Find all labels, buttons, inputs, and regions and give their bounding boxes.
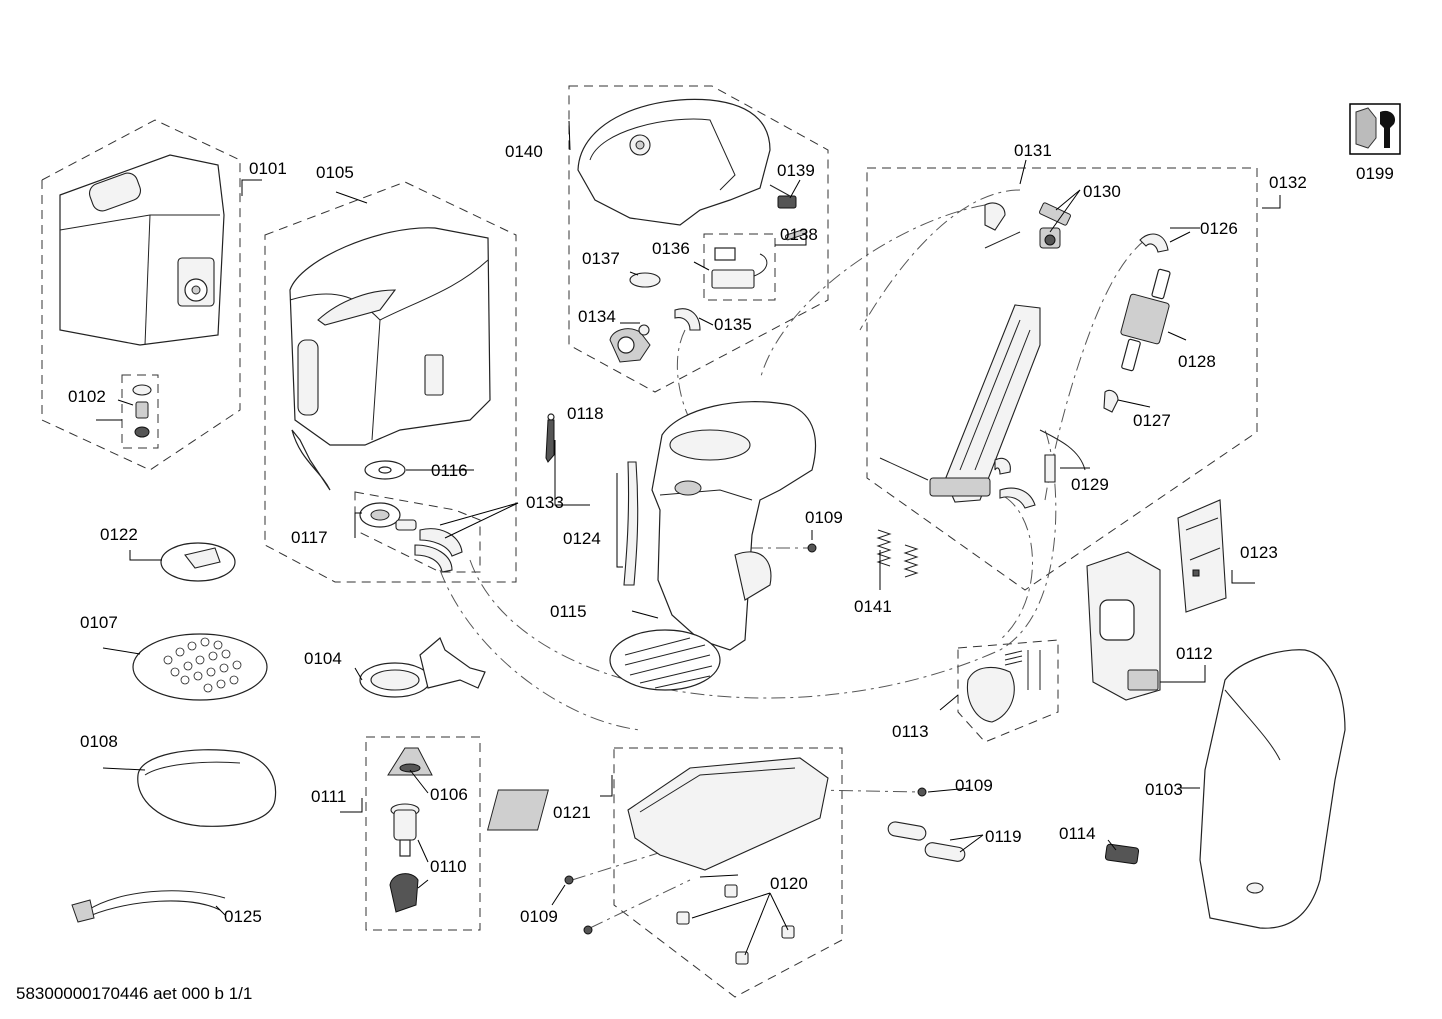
tank-valve-part <box>132 384 152 438</box>
clip-part <box>545 413 555 463</box>
group-outlines <box>41 85 1258 998</box>
callout-0199: 0199 <box>1356 164 1394 183</box>
callout-0124: 0124 <box>563 529 601 548</box>
pump-part <box>1103 233 1171 413</box>
callout-0119: 0119 <box>985 827 1022 846</box>
callout-0109-middle: 0109 <box>805 508 843 527</box>
callout-0126: 0126 <box>1200 219 1238 238</box>
callout-0116: 0116 <box>431 461 468 480</box>
callout-0117: 0117 <box>291 528 328 547</box>
power-switch-part <box>1104 843 1140 865</box>
callout-0141: 0141 <box>854 597 892 616</box>
callout-0127: 0127 <box>1133 411 1171 430</box>
callout-labels: 0101 0102 0103 0104 0105 0106 0107 0108 … <box>68 141 1394 926</box>
drip-grid <box>624 637 713 689</box>
screw-part <box>807 543 817 553</box>
pressure-valve-part <box>609 308 701 363</box>
leader-lines <box>96 120 1281 956</box>
short-hoses-part <box>414 528 463 573</box>
spring-pin-part <box>784 228 808 241</box>
valve-block-part <box>984 202 1071 249</box>
springs-part <box>876 529 919 578</box>
button-assembly-part <box>966 650 1041 723</box>
callout-0108: 0108 <box>80 732 118 751</box>
power-cord-part <box>71 890 226 923</box>
sensor-part <box>769 184 797 209</box>
callout-0140: 0140 <box>505 142 543 161</box>
callout-0115: 0115 <box>550 602 587 621</box>
callout-0120: 0120 <box>770 874 808 893</box>
drip-grid-part <box>132 633 268 701</box>
connection-hoses-part <box>994 454 1056 509</box>
callout-0112: 0112 <box>1176 644 1213 663</box>
micro-switch-part <box>711 247 768 289</box>
water-tank-part <box>59 154 225 346</box>
callout-0131: 0131 <box>1014 141 1052 160</box>
callout-0101: 0101 <box>249 159 287 178</box>
callout-0136: 0136 <box>652 239 690 258</box>
callout-0134: 0134 <box>578 307 616 326</box>
power-module-part <box>1086 551 1161 701</box>
callout-0139: 0139 <box>777 161 815 180</box>
callout-0130: 0130 <box>1083 182 1121 201</box>
outlet-valve-part <box>359 502 417 531</box>
thermoblock-part <box>879 304 1086 503</box>
control-pcb-part <box>1177 499 1227 613</box>
side-cover-part <box>1199 649 1346 929</box>
drip-tray-part <box>137 749 277 827</box>
callout-0107: 0107 <box>80 613 118 632</box>
housing-carrier-part <box>289 227 491 491</box>
callout-0122: 0122 <box>100 525 138 544</box>
washer-part <box>364 460 406 480</box>
callout-0125: 0125 <box>224 907 262 926</box>
drain-hose-part <box>623 461 639 586</box>
callout-0110: 0110 <box>430 857 467 876</box>
callout-0104: 0104 <box>304 649 342 668</box>
rubber-feet-part <box>887 821 966 862</box>
disc-part <box>629 272 661 288</box>
document-id-footer: 58300000170446 aet 000 b 1/1 <box>16 984 252 1003</box>
callout-0111: 0111 <box>311 787 346 806</box>
cup-holder-part <box>359 637 486 698</box>
screw-part-right <box>917 787 927 797</box>
outlet-nozzle-part <box>387 747 433 913</box>
base-frame-part <box>486 757 829 871</box>
callout-0113: 0113 <box>892 722 929 741</box>
callout-0135: 0135 <box>714 315 752 334</box>
callout-0132: 0132 <box>1269 173 1307 192</box>
callout-0105: 0105 <box>316 163 354 182</box>
callout-0109-right: 0109 <box>955 776 993 795</box>
callout-0128: 0128 <box>1178 352 1216 371</box>
callout-0133: 0133 <box>526 493 564 512</box>
brew-lid-part <box>577 98 771 226</box>
callout-0103: 0103 <box>1145 780 1183 799</box>
wrench-nut-icon <box>1349 103 1401 155</box>
callout-0109-bottom: 0109 <box>520 907 558 926</box>
callout-0118: 0118 <box>567 404 604 423</box>
callout-0121: 0121 <box>553 803 591 822</box>
foot-cylinders-part <box>676 884 795 965</box>
callout-0129: 0129 <box>1071 475 1109 494</box>
callout-0102: 0102 <box>68 387 106 406</box>
callout-0114: 0114 <box>1059 824 1096 843</box>
screws-bottom-part <box>564 875 593 935</box>
main-base-part <box>609 401 817 691</box>
callout-0137: 0137 <box>582 249 620 268</box>
knob-cap-part <box>160 542 236 582</box>
callout-0106: 0106 <box>430 785 468 804</box>
callout-0123: 0123 <box>1240 543 1278 562</box>
callout-0138: 0138 <box>780 225 818 244</box>
